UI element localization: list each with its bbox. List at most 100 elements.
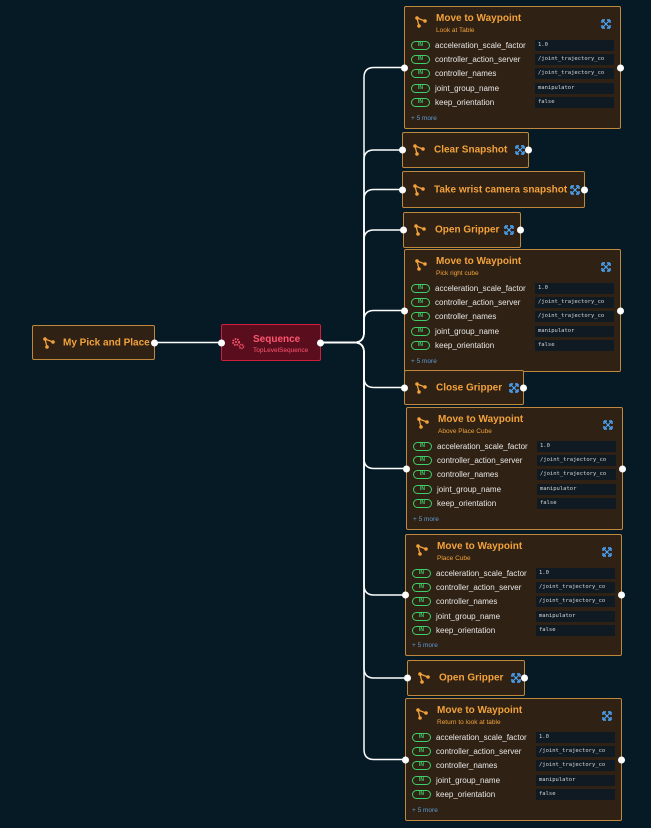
gears-icon xyxy=(231,336,245,350)
in-port-badge: IN xyxy=(412,569,431,578)
port-value-field[interactable]: /joint_trajectory_co xyxy=(536,746,615,758)
output-handle[interactable] xyxy=(317,339,324,346)
output-handle[interactable] xyxy=(617,64,624,71)
input-handle[interactable] xyxy=(402,756,409,763)
more-ports-link[interactable]: + 5 more xyxy=(412,642,438,649)
output-handle[interactable] xyxy=(581,186,588,193)
behavior-node-2[interactable]: Take wrist camera snapshot xyxy=(399,171,588,208)
tree-icon xyxy=(413,223,427,237)
port-name: controller_names xyxy=(435,312,497,322)
port-value-field[interactable]: false xyxy=(535,96,614,108)
more-ports-link[interactable]: + 5 more xyxy=(412,807,438,814)
output-handle[interactable] xyxy=(520,384,527,391)
node-subtitle: Pick right cube xyxy=(436,270,479,277)
input-handle[interactable] xyxy=(404,674,411,682)
port-value-field[interactable]: false xyxy=(536,624,615,636)
port-name: joint_group_name xyxy=(435,83,500,93)
input-handle[interactable] xyxy=(403,465,410,472)
port-value-field[interactable]: manipulator xyxy=(535,325,614,337)
output-handle[interactable] xyxy=(618,591,625,599)
port-value-field[interactable]: manipulator xyxy=(536,610,615,622)
in-port-badge: IN xyxy=(411,97,430,107)
root-node-my-pick-and-place[interactable]: My Pick and Place xyxy=(32,325,158,360)
port-value-field[interactable]: false xyxy=(536,788,615,800)
input-handle[interactable] xyxy=(401,384,408,391)
output-handle[interactable] xyxy=(517,226,524,234)
port-value-field[interactable]: 1.0 xyxy=(536,568,615,579)
behavior-node-1[interactable]: Clear Snapshot xyxy=(399,132,532,168)
expand-icon[interactable] xyxy=(570,184,580,195)
input-handle[interactable] xyxy=(218,339,225,346)
more-ports-link[interactable]: + 5 more xyxy=(411,115,437,122)
output-handle[interactable] xyxy=(618,756,625,763)
input-handle[interactable] xyxy=(399,146,406,154)
input-handle[interactable] xyxy=(401,307,408,314)
sequence-node[interactable]: Sequence TopLevelSequence xyxy=(218,324,324,361)
expand-icon[interactable] xyxy=(603,420,613,430)
port-value-field[interactable]: 1.0 xyxy=(535,40,614,51)
expand-icon[interactable] xyxy=(602,547,612,557)
port-value-field[interactable]: /joint_trajectory_co xyxy=(537,455,616,467)
port-name: controller_action_server xyxy=(437,456,523,466)
in-port-badge: IN xyxy=(412,761,431,771)
input-handle[interactable] xyxy=(402,591,409,599)
in-port-badge: IN xyxy=(412,583,431,593)
port-value-field[interactable]: /joint_trajectory_co xyxy=(535,297,614,309)
port-value-field[interactable]: 1.0 xyxy=(537,441,616,452)
in-port-badge: IN xyxy=(412,789,431,799)
expand-icon[interactable] xyxy=(601,262,611,272)
port-name: joint_group_name xyxy=(436,775,501,785)
port-value-field[interactable]: manipulator xyxy=(535,82,614,94)
expand-icon[interactable] xyxy=(504,225,514,235)
input-handle[interactable] xyxy=(401,64,408,71)
output-handle[interactable] xyxy=(525,146,532,154)
tree-icon xyxy=(412,183,426,197)
port-value-field[interactable]: /joint_trajectory_co xyxy=(536,596,615,608)
expand-icon[interactable] xyxy=(511,673,521,683)
expand-icon[interactable] xyxy=(515,145,525,155)
more-ports-link[interactable]: + 5 more xyxy=(411,358,437,365)
output-handle[interactable] xyxy=(617,307,624,314)
port-name: acceleration_scale_factor xyxy=(435,284,526,293)
tree-icon xyxy=(415,707,429,721)
port-value-field[interactable]: 1.0 xyxy=(536,732,615,743)
port-value-field[interactable]: manipulator xyxy=(537,483,616,495)
port-value-field[interactable]: /joint_trajectory_co xyxy=(536,760,615,772)
in-port-badge: IN xyxy=(412,611,431,621)
more-ports-link[interactable]: + 5 more xyxy=(413,516,439,523)
port-value-field[interactable]: /joint_trajectory_co xyxy=(535,68,614,80)
port-value-field[interactable]: false xyxy=(535,339,614,351)
input-handle[interactable] xyxy=(400,226,407,234)
output-handle[interactable] xyxy=(151,339,158,346)
behavior-node-5[interactable]: Close Gripper xyxy=(401,370,527,405)
port-value-field[interactable]: false xyxy=(537,497,616,509)
output-handle[interactable] xyxy=(521,674,528,682)
expand-icon[interactable] xyxy=(509,382,519,393)
port-value-field[interactable]: manipulator xyxy=(536,774,615,786)
input-handle[interactable] xyxy=(399,186,406,193)
behavior-node-3[interactable]: Open Gripper xyxy=(400,212,524,248)
port-value-field[interactable]: /joint_trajectory_co xyxy=(536,582,615,594)
behavior-node-8[interactable]: Open Gripper xyxy=(404,660,528,696)
port-value-field[interactable]: /joint_trajectory_co xyxy=(537,469,616,481)
in-port-badge: IN xyxy=(411,69,430,79)
port-value-field[interactable]: /joint_trajectory_co xyxy=(535,311,614,323)
port-value-field[interactable]: 1.0 xyxy=(535,283,614,294)
expand-icon[interactable] xyxy=(602,711,612,721)
in-port-badge: IN xyxy=(412,747,431,757)
in-port-badge: IN xyxy=(411,326,430,336)
output-handle[interactable] xyxy=(619,465,626,472)
port-value-field[interactable]: /joint_trajectory_co xyxy=(535,54,614,66)
port-name: keep_orientation xyxy=(436,625,496,635)
expand-icon[interactable] xyxy=(601,19,611,29)
